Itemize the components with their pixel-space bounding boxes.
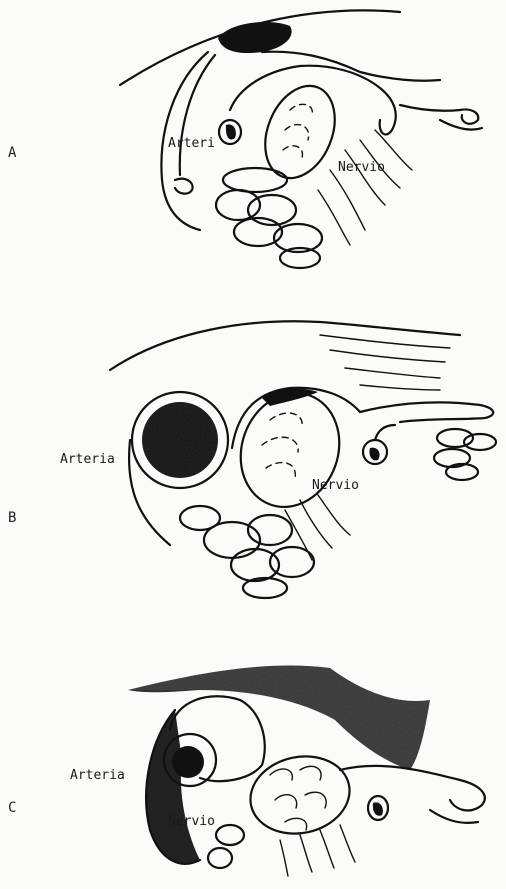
panel-c-artery-label: Arteria — [70, 768, 125, 783]
panel-a-artery-label: Arteri — [168, 136, 215, 151]
panel-b-artery-label: Arteria — [60, 452, 115, 467]
panel-letter-b: B — [8, 510, 16, 526]
panel-a-nerve-label: Nervio — [338, 160, 385, 175]
panel-b-nerve-label: Nervio — [312, 478, 359, 493]
panel-c-drawing — [128, 665, 485, 876]
panel-letter-a: A — [8, 145, 16, 161]
panel-letter-c: C — [8, 800, 16, 816]
panel-c-nerve-label: Nervio — [168, 814, 215, 829]
panel-b-drawing — [110, 321, 496, 598]
